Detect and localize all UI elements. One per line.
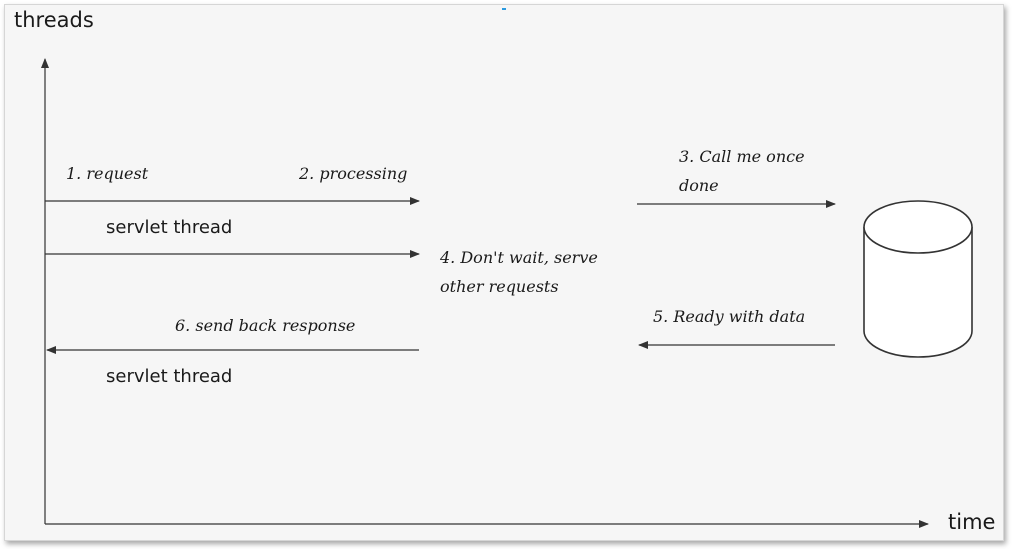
call-me-line-1: 3. Call me once — [679, 147, 805, 166]
database-cylinder-icon — [863, 200, 973, 358]
top-marker — [502, 8, 506, 10]
ready-with-data-label: 5. Ready with data — [653, 307, 806, 326]
call-me-line-2: done — [679, 176, 719, 195]
call-me-label: 3. Call me once done — [679, 142, 805, 200]
request-label: 1. request — [66, 164, 149, 183]
processing-label: 2. processing — [299, 164, 408, 183]
servlet-thread-top-label: servlet thread — [106, 217, 233, 238]
x-axis-label: time — [948, 510, 996, 534]
dont-wait-line-2: other requests — [440, 277, 559, 296]
diagram-canvas — [4, 4, 1004, 541]
y-axis-label: threads — [14, 8, 94, 32]
dont-wait-label: 4. Don't wait, serve other requests — [440, 243, 598, 301]
servlet-thread-bottom-label: servlet thread — [106, 366, 233, 387]
send-back-response-label: 6. send back response — [175, 316, 356, 335]
dont-wait-line-1: 4. Don't wait, serve — [440, 248, 598, 267]
